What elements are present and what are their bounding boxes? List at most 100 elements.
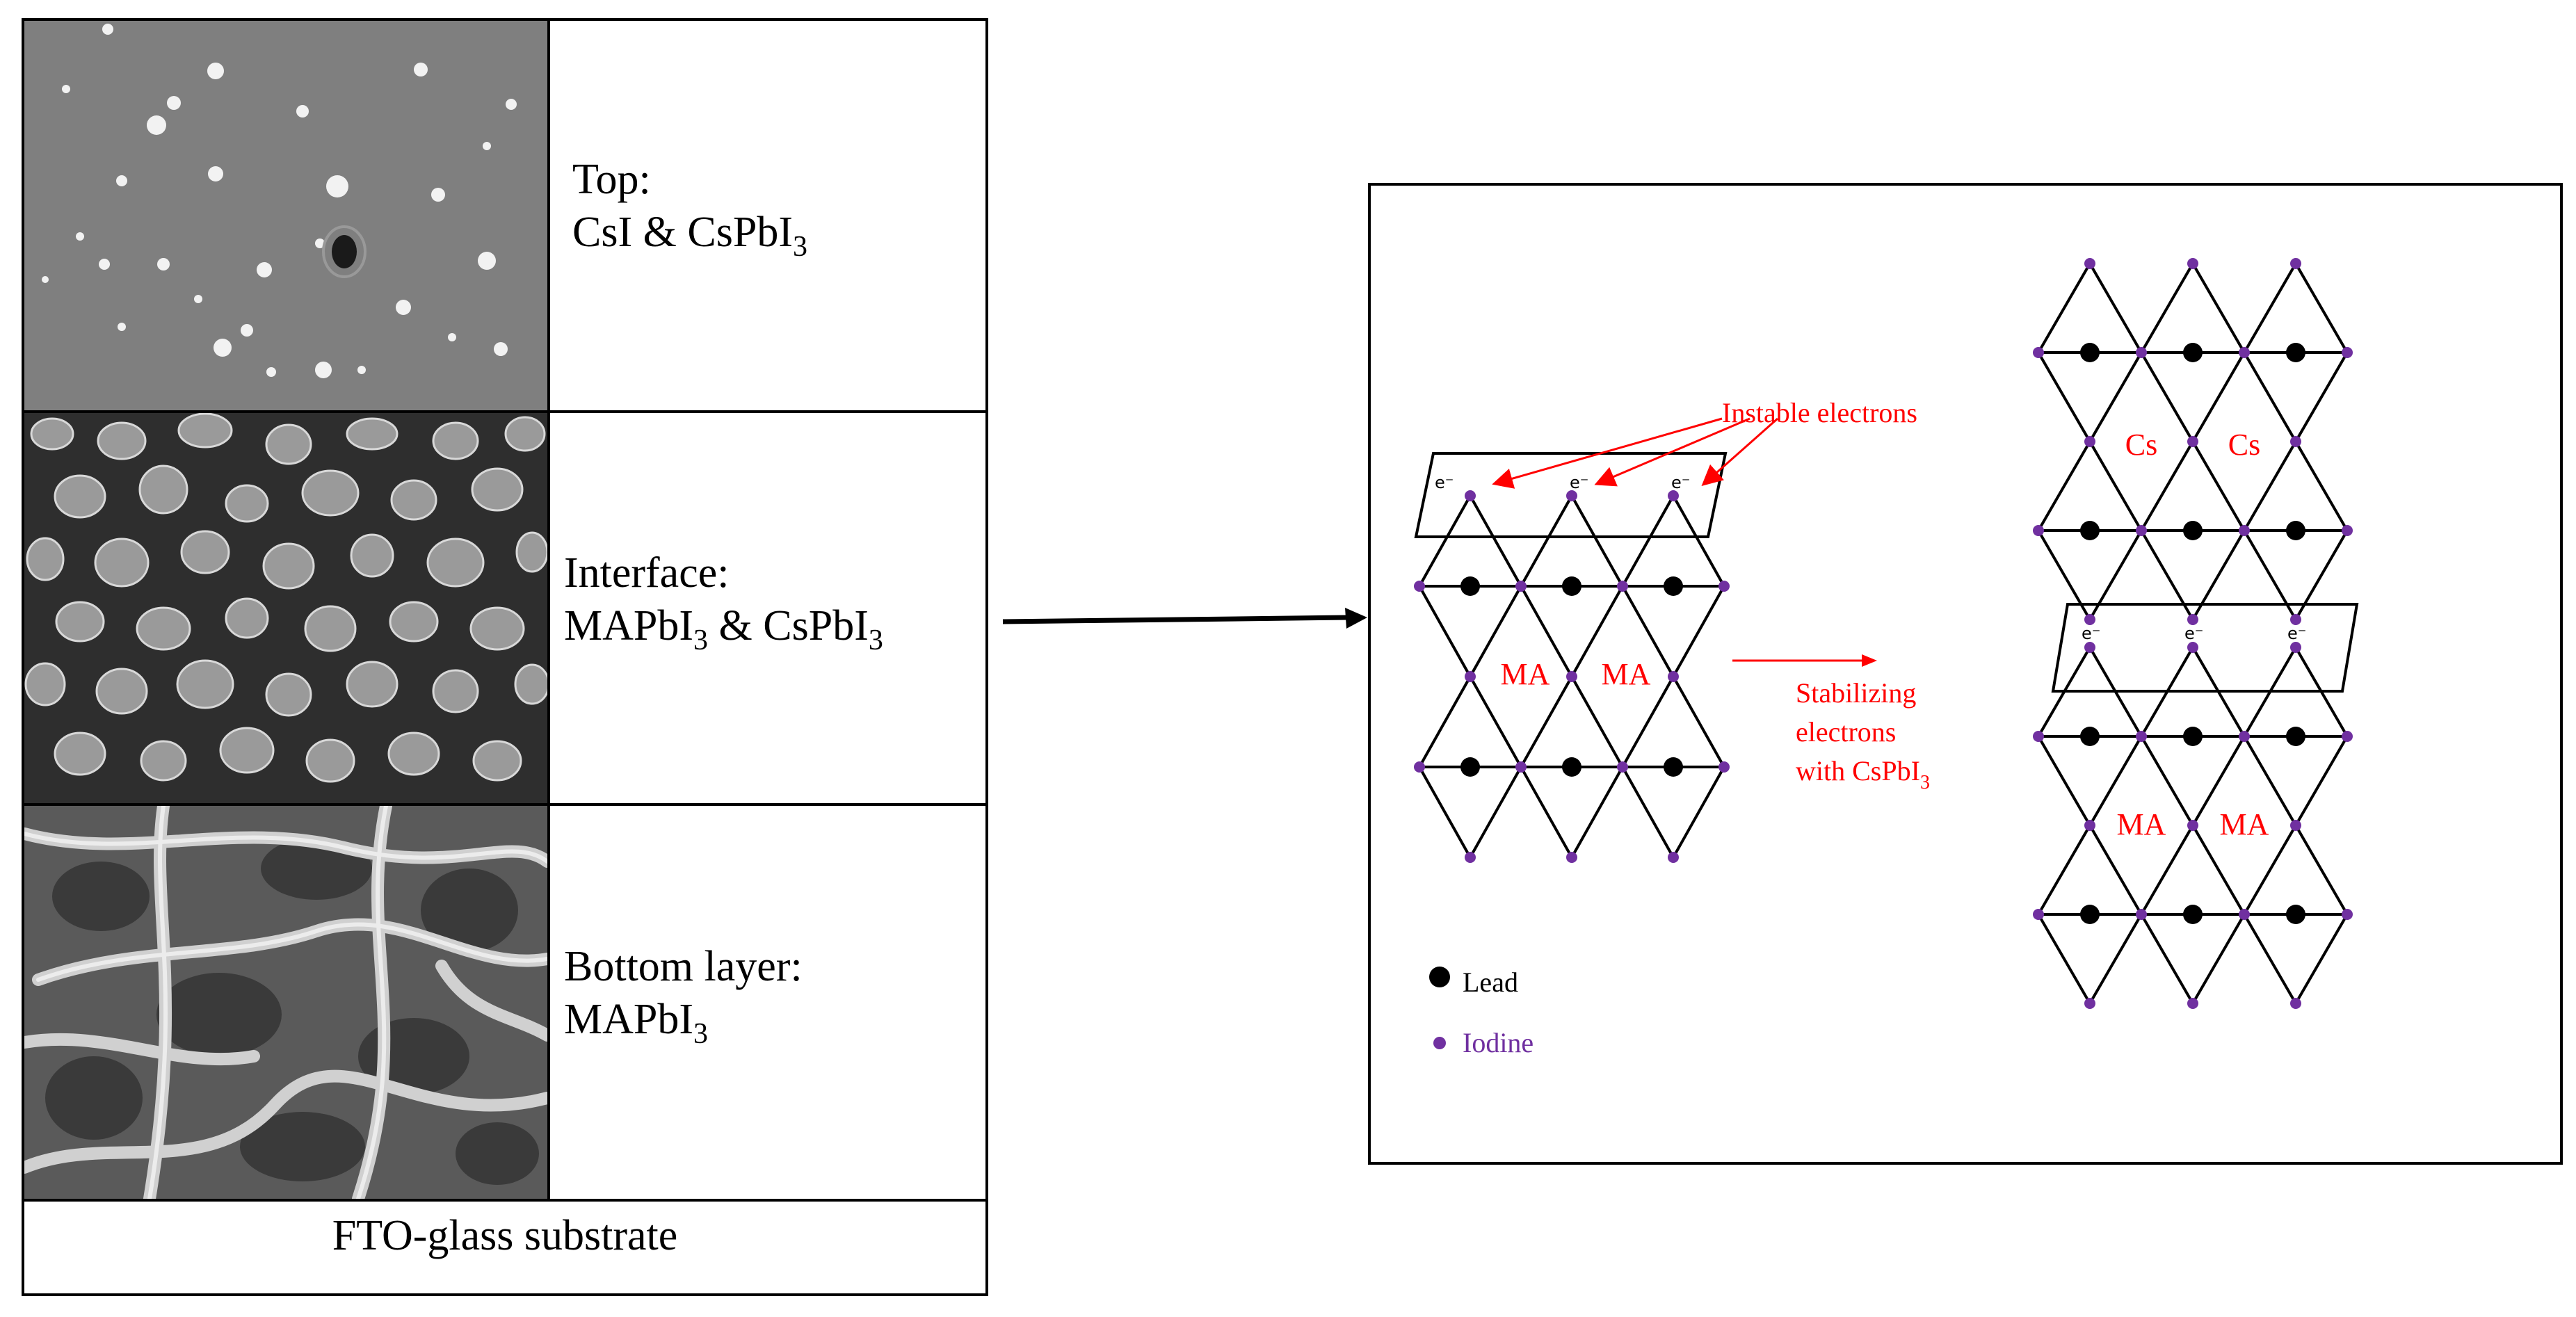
iodine-atom [2084, 820, 2095, 831]
iodine-atom [2084, 642, 2095, 653]
iodine-atom [1465, 852, 1476, 863]
iodine-atom [2033, 731, 2044, 742]
stabilizing-label-line2: electrons [1796, 716, 1896, 748]
sem-image-bottom [24, 806, 547, 1199]
lead-atom [1460, 576, 1480, 596]
iodine-atom [2290, 820, 2301, 831]
lead-atom [2080, 905, 2100, 924]
electron-label: e⁻ [2082, 624, 2100, 643]
instable-arrow [1594, 417, 1750, 487]
iodine-atom [1617, 761, 1628, 773]
iodine-atom [2290, 436, 2301, 447]
iodine-atom [1566, 490, 1577, 501]
iodine-atom [2342, 347, 2353, 358]
cation-label: MA [2117, 807, 2166, 841]
top-layer-title: Top: [572, 156, 651, 203]
lead-atoms [1460, 343, 2305, 924]
iodine-atom [2084, 436, 2095, 447]
iodine-atom [2290, 258, 2301, 269]
cation-label: Cs [2125, 428, 2157, 462]
iodine-atom [2136, 909, 2147, 920]
iodine-atom [2239, 525, 2250, 536]
lead-atom [2080, 343, 2100, 362]
cation-label: MA [2220, 807, 2269, 841]
row-divider [24, 1199, 985, 1202]
iodine-legend-icon [1433, 1037, 1446, 1049]
interface-layer-title: Interface: [564, 549, 730, 597]
lattice-diagram: e⁻ e⁻ e⁻ e⁻ e⁻ e⁻ Instable electrons Sta… [1414, 258, 2359, 1058]
iodine-atom [1718, 761, 1730, 773]
sem-image-top [24, 21, 547, 410]
iodine-atoms [1414, 258, 2353, 1009]
electron-label: e⁻ [1435, 473, 1454, 492]
stabilizing-arrowhead-icon [1862, 654, 1877, 667]
bottom-layer-label: Bottom layer: MAPbI3 [564, 940, 803, 1050]
interface-layer-label: Interface: MAPbI3 & CsPbI3 [564, 547, 883, 656]
iodine-atom [2239, 347, 2250, 358]
lead-atom [2286, 343, 2305, 362]
lead-atom [2286, 905, 2305, 924]
iodine-atom [1617, 581, 1628, 592]
lead-atom [2080, 521, 2100, 540]
electron-plane-left [1414, 452, 1728, 538]
iodine-atom [1465, 490, 1476, 501]
iodine-atom [2187, 436, 2198, 447]
cation-label: Cs [2228, 428, 2260, 462]
electron-plane-right [2051, 603, 2359, 693]
iodine-atom [2187, 258, 2198, 269]
electron-label: e⁻ [1671, 473, 1690, 492]
iodine-atom [2187, 614, 2198, 625]
interface-layer-composition: MAPbI3 & CsPbI3 [564, 602, 883, 656]
legend-lead-label: Lead [1463, 967, 1518, 998]
iodine-atom [2187, 998, 2198, 1009]
row-divider [24, 803, 985, 806]
instable-electrons-label: Instable electrons [1722, 397, 1917, 428]
iodine-atom [2033, 525, 2044, 536]
iodine-atom [2187, 820, 2198, 831]
top-layer-composition: CsI & CsPbI3 [572, 209, 807, 263]
electron-label: e⁻ [2184, 624, 2203, 643]
top-layer-label: Top: CsI & CsPbI3 [572, 153, 807, 263]
row-divider [24, 410, 985, 413]
iodine-atom [2239, 731, 2250, 742]
iodine-atom [2342, 909, 2353, 920]
iodine-atom [2239, 909, 2250, 920]
iodine-atom [1566, 852, 1577, 863]
iodine-atom [2084, 998, 2095, 1009]
iodine-atom [2290, 614, 2301, 625]
stabilizing-label-line1: Stabilizing [1796, 677, 1916, 709]
perovskite-diagram-box: e⁻ e⁻ e⁻ e⁻ e⁻ e⁻ Instable electrons Sta… [1368, 183, 2563, 1165]
iodine-atom [2033, 909, 2044, 920]
iodine-atom [2187, 642, 2198, 653]
legend-iodine-label: Iodine [1463, 1027, 1533, 1058]
iodine-atom [2136, 731, 2147, 742]
cation-label: MA [1501, 657, 1550, 691]
lead-atom [2183, 343, 2203, 362]
iodine-atom [2290, 642, 2301, 653]
column-divider [547, 21, 550, 1199]
arrow-icon [1002, 608, 1367, 629]
iodine-atom [1668, 852, 1679, 863]
lead-atom [1562, 576, 1581, 596]
iodine-atom [1718, 581, 1730, 592]
bottom-layer-title: Bottom layer: [564, 943, 803, 990]
iodine-atom [1515, 581, 1527, 592]
lead-legend-icon [1429, 967, 1450, 987]
iodine-atom [2084, 258, 2095, 269]
electron-label: e⁻ [1570, 473, 1588, 492]
lead-atom [2080, 727, 2100, 746]
electron-label: e⁻ [2287, 624, 2306, 643]
stabilizing-label-line3: with CsPbI3 [1796, 755, 1930, 793]
iodine-atom [1414, 581, 1425, 592]
lead-atom [2183, 521, 2203, 540]
iodine-atom [2033, 347, 2044, 358]
cation-label: MA [1602, 657, 1651, 691]
instable-arrow [1492, 417, 1723, 489]
iodine-atom [2136, 347, 2147, 358]
lattice-lines [1417, 261, 2349, 1006]
iodine-atom [1668, 490, 1679, 501]
substrate-label: FTO-glass substrate [332, 1212, 678, 1259]
iodine-atom [1515, 761, 1527, 773]
bottom-layer-composition: MAPbI3 [564, 996, 709, 1050]
lead-atom [2286, 727, 2305, 746]
